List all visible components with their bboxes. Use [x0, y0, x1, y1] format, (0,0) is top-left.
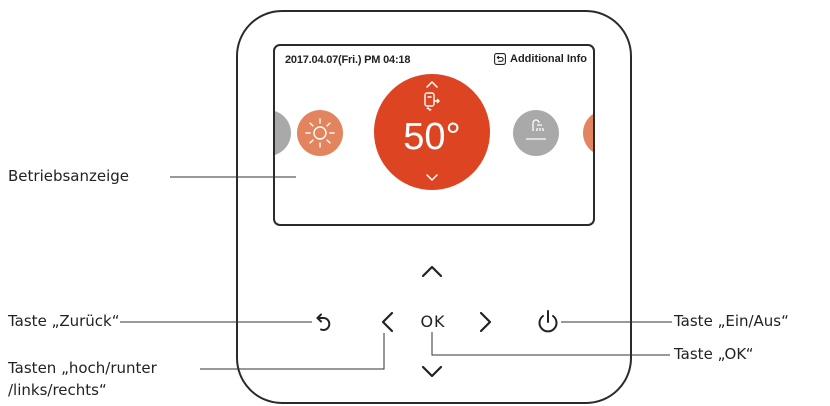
ok-label: OK [420, 312, 446, 331]
additional-info-label: Additional Info [510, 53, 587, 65]
hot-water-glyphs [424, 81, 440, 181]
leader-nav [200, 333, 385, 370]
leader-lines [120, 176, 672, 370]
down-chevron-icon [426, 174, 438, 181]
down-arrow-icon[interactable] [420, 360, 444, 382]
back-icon[interactable] [312, 310, 336, 334]
callout-ok: Taste „OK“ [674, 345, 754, 363]
up-chevron-icon [426, 81, 438, 88]
temperature-value: 50° [403, 116, 461, 158]
leader-ok [431, 332, 670, 356]
datetime-text: 2017.04.07(Fri.) PM 04:18 [285, 54, 411, 66]
sun-icon[interactable] [297, 110, 343, 156]
shower-icon[interactable] [513, 110, 559, 156]
right-arrow-icon[interactable] [474, 310, 496, 336]
callout-power: Taste „Ein/Aus“ [674, 312, 789, 330]
hot-water-mode-tile[interactable] [374, 74, 490, 190]
callout-display: Betriebsanzeige [8, 167, 130, 185]
left-arrow-icon[interactable] [376, 310, 398, 336]
orange-mode-partial-icon[interactable] [583, 110, 593, 156]
up-arrow-icon[interactable] [420, 258, 444, 280]
shower-glyph [526, 119, 546, 140]
callout-back: Taste „Zurück“ [8, 312, 120, 330]
power-icon[interactable] [535, 310, 561, 336]
gray-mode-partial-icon[interactable] [275, 110, 291, 156]
sun-glyph [305, 118, 335, 148]
hot-water-icon [424, 92, 440, 111]
additional-info[interactable]: Additional Info [494, 53, 587, 65]
callout-nav-line1: Tasten „hoch/runter [8, 359, 157, 377]
ok-button[interactable]: OK [419, 312, 447, 332]
display-screen: 2017.04.07(Fri.) PM 04:18 Additional Inf… [273, 44, 595, 226]
back-arrow-icon [494, 53, 506, 65]
callout-nav-line2: /links/rechts“ [8, 381, 107, 399]
